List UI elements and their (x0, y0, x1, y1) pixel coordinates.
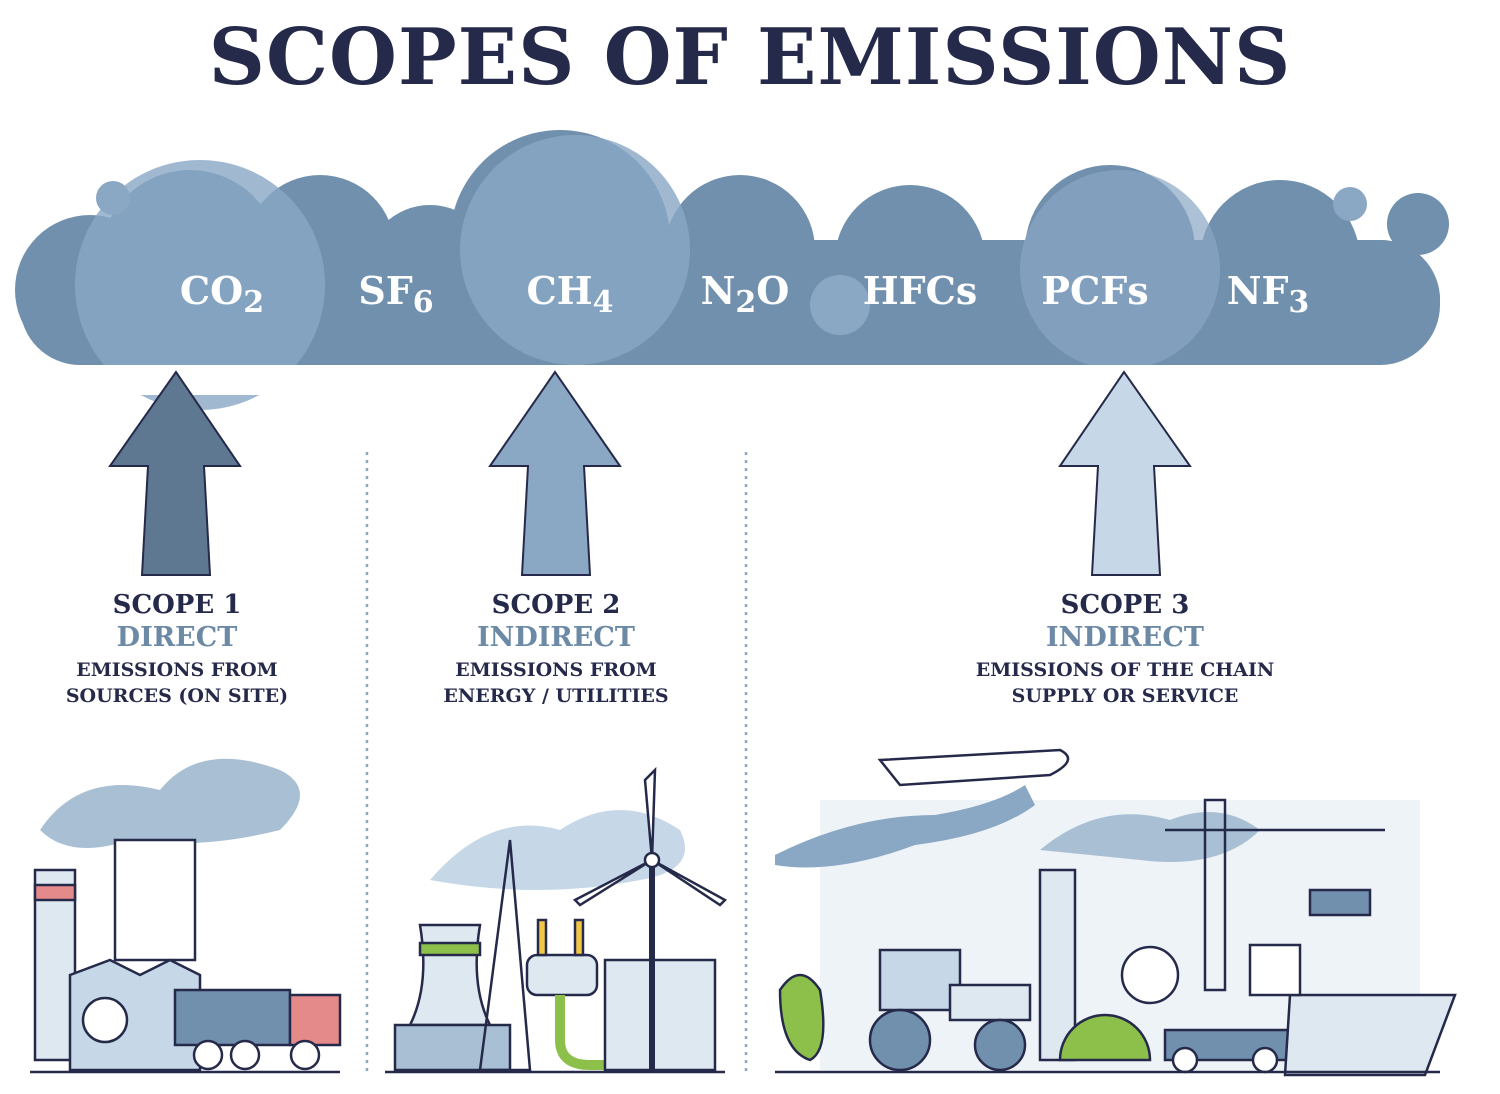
energy-illustration (385, 766, 728, 1074)
scope-name: SCOPE 1 (112, 590, 242, 620)
gas-label-nf3: NF3 (1226, 268, 1310, 320)
factory-illustration (30, 758, 342, 1074)
scope-desc-line1: EMISSIONS FROM (455, 659, 657, 681)
page-title: SCOPES OF EMISSIONS (208, 12, 1292, 103)
gas-label-pcfs: PCFs (1041, 268, 1149, 313)
gas-label-ch4: CH4 (526, 268, 614, 320)
scope1-label: SCOPE 1 DIRECT EMISSIONS FROM SOURCES (O… (0, 590, 367, 709)
gas-label-hfcs: HFCs (862, 268, 978, 313)
scope3-arrow (1058, 370, 1192, 576)
scope-desc-line1: EMISSIONS FROM (76, 659, 278, 681)
scope3-label: SCOPE 3 INDIRECT EMISSIONS OF THE CHAIN … (935, 590, 1315, 709)
gas-label-n2o: N2O (700, 268, 790, 320)
emission-cloud (0, 130, 1500, 410)
supply-chain-illustration (775, 748, 1457, 1077)
scope-kind: DIRECT (116, 622, 238, 653)
scope-kind: INDIRECT (477, 622, 635, 653)
scope2-label: SCOPE 2 INDIRECT EMISSIONS FROM ENERGY /… (366, 590, 746, 709)
scope-name: SCOPE 2 (491, 590, 621, 620)
scope-name: SCOPE 3 (1060, 590, 1190, 620)
scope-desc-line2: ENERGY / UTILITIES (443, 685, 669, 707)
scope-desc-line1: EMISSIONS OF THE CHAIN (975, 659, 1275, 681)
scope2-arrow (488, 370, 622, 576)
scope-kind: INDIRECT (1046, 622, 1204, 653)
scope-desc-line2: SUPPLY OR SERVICE (1011, 685, 1239, 707)
gas-label-sf6: SF6 (358, 268, 434, 320)
gas-label-co2: CO2 (179, 268, 265, 320)
scope1-arrow (108, 370, 242, 576)
scope-desc-line2: SOURCES (ON SITE) (65, 685, 289, 707)
